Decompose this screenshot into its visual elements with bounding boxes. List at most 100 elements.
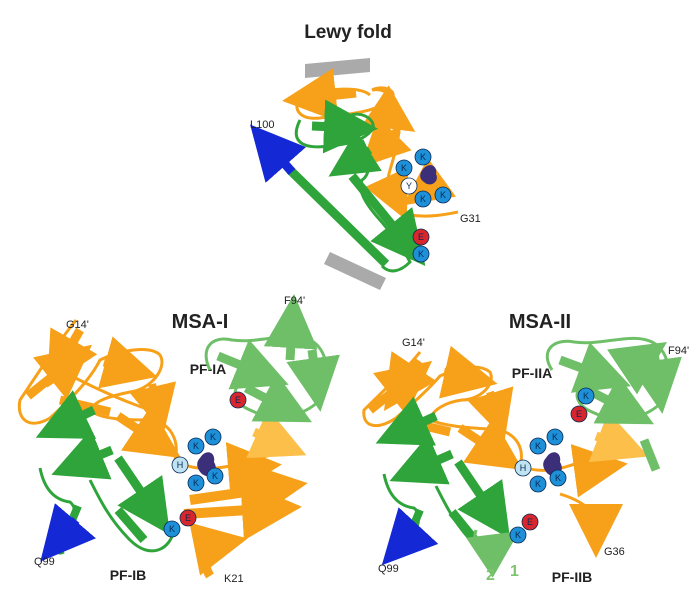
msa1-orange-strand-6 (115, 405, 181, 458)
msa1-green-loop-2 (88, 479, 176, 553)
msa2-blue-strand (381, 507, 439, 566)
msa2-label-g14: G14' (402, 337, 425, 349)
svg-text:E: E (418, 232, 424, 242)
msa2-lightgreen-strand-2 (558, 342, 631, 393)
svg-text:K: K (555, 473, 561, 483)
msa2-orange-strand-6 (457, 417, 523, 470)
msa2-bead-e2: E (521, 513, 539, 531)
msa2-bead-h: H (514, 459, 532, 477)
lewy-bead-k3: K (414, 190, 432, 208)
lewy-orange-strand-4 (364, 166, 409, 221)
msa2-label-f94: F94' (668, 345, 689, 357)
lewy-bead-k1: K (395, 159, 413, 177)
msa1-bead-k1: K (204, 428, 222, 446)
lewy-bead-k2: K (414, 148, 432, 166)
lewy-label-l100: L100 (250, 119, 274, 131)
svg-text:K: K (212, 471, 218, 481)
msa2-orange-strand-3 (439, 345, 498, 399)
msa1-orange-strand-7 (225, 442, 282, 496)
lewy-bead-k4: K (434, 186, 452, 204)
lewy-fold-title: Lewy fold (304, 22, 392, 43)
svg-text:K: K (440, 190, 446, 200)
lewy-fold-panel: Lewy fold K K Y K K E K L100 G31 (250, 22, 481, 290)
msa2-green-strand-2 (389, 434, 454, 485)
msa1-label-g14: G14' (66, 319, 89, 331)
svg-text:K: K (401, 163, 407, 173)
msa1-label-k21: K21 (224, 573, 244, 585)
msa1-blue-strand (40, 503, 96, 562)
svg-text:K: K (535, 479, 541, 489)
svg-text:K: K (169, 524, 175, 534)
svg-text:E: E (527, 517, 533, 527)
lewy-green-strand-1 (311, 99, 378, 154)
msa1-panel: MSA-I PF-IA PF-IB E (17, 294, 340, 585)
msa1-bead-k5: K (163, 520, 181, 538)
msa1-bead-k3: K (187, 474, 205, 492)
svg-text:K: K (193, 441, 199, 451)
msa1-green-strand-1 (35, 390, 97, 439)
msa2-bead-k5: K (549, 469, 567, 487)
svg-text:K: K (210, 432, 216, 442)
lewy-orange-strand-1 (282, 68, 357, 123)
msa1-green-strand-2 (51, 429, 114, 480)
msa1-bead-k2: K (187, 437, 205, 455)
msa2-pf-top: PF-IIA (512, 365, 552, 381)
lewy-ligand (420, 165, 437, 185)
svg-text:K: K (515, 530, 521, 540)
msa2-bead-k2: K (546, 428, 564, 446)
msa2-bead-k6: K (509, 526, 527, 544)
msa1-bead-e2: E (179, 509, 197, 527)
msa2-bead-k1: K (577, 387, 595, 405)
lewy-blue-strand (250, 124, 307, 183)
msa1-lightgreen-strand-4 (286, 349, 340, 412)
msa1-bead-e1: E (229, 391, 247, 409)
lewy-green-strand-2 (328, 130, 382, 177)
msa1-orange-strand-9 (189, 461, 308, 522)
svg-text:H: H (520, 463, 527, 473)
lewy-bead-e: E (412, 228, 430, 246)
lewy-green-strand-4 (286, 166, 390, 268)
msa1-title: MSA-I (172, 311, 229, 333)
svg-text:Y: Y (406, 181, 412, 191)
msa1-orange-strand-3 (98, 336, 158, 389)
msa2-alt-strand (466, 531, 520, 578)
lewy-green-strand-3 (348, 173, 426, 266)
svg-text:K: K (535, 441, 541, 451)
msa2-bead-k4: K (529, 475, 547, 493)
msa2-number-1: 1 (510, 563, 519, 580)
msa2-pf-bottom: PF-IIB (552, 569, 592, 585)
msa1-orange-strand-8 (246, 408, 307, 459)
svg-text:K: K (418, 249, 424, 259)
svg-text:K: K (420, 152, 426, 162)
msa1-bead-h: H (171, 456, 189, 474)
msa1-green-strand-3 (114, 455, 171, 535)
svg-text:K: K (583, 391, 589, 401)
msa1-orange-strand-10 (183, 480, 302, 541)
gray-bar-bottom (324, 252, 386, 290)
msa1-orange-strand-4 (129, 381, 177, 434)
msa2-label-q99: Q99 (378, 563, 399, 575)
msa1-pf-bottom: PF-IB (110, 567, 147, 583)
msa1-orange-strand-11 (189, 522, 248, 579)
svg-text:E: E (185, 513, 191, 523)
msa1-label-f94: F94' (284, 295, 305, 307)
msa1-orange-strand-2 (25, 344, 93, 400)
lewy-label-g31: G31 (460, 213, 481, 225)
msa1-label-q99: Q99 (34, 556, 55, 568)
msa2-number-2: 2 (486, 567, 495, 584)
lewy-bead-k5: K (412, 245, 430, 263)
msa2-lightgreen-strand-4 (628, 351, 682, 414)
msa2-orange-strand-8 (588, 411, 649, 463)
msa1-green-strand-4 (114, 507, 148, 543)
msa2-panel: MSA-II PF-IIA PF-IIB (362, 311, 689, 585)
msa1-lightgreen-strand-1 (263, 294, 318, 361)
msa2-green-strand-3 (454, 459, 511, 539)
svg-text:K: K (420, 194, 426, 204)
svg-text:E: E (235, 395, 241, 405)
msa2-orange-strand-7 (570, 443, 628, 498)
msa2-title: MSA-II (509, 311, 571, 333)
msa2-label-g36: G36 (604, 546, 625, 558)
lewy-bead-y: Y (400, 177, 418, 195)
msa2-bead-k3: K (529, 437, 547, 455)
